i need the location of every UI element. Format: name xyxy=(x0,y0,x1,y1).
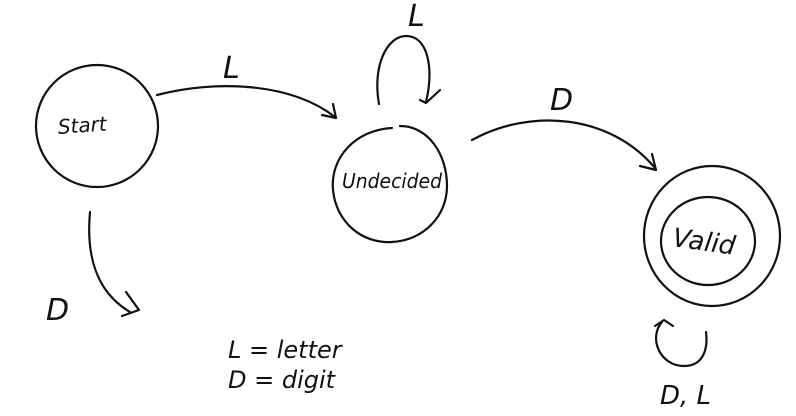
state-valid-inner-circle xyxy=(659,195,757,287)
legend-digit: D = digit xyxy=(228,366,337,394)
state-undecided-label: Undecided xyxy=(342,169,442,193)
transition-undecided-to-valid: D xyxy=(470,83,658,172)
transition-start-to-undecided: L xyxy=(155,51,338,120)
transition-undecided-to-valid-line xyxy=(470,119,657,170)
transition-undecided-to-valid-arrowhead xyxy=(638,152,658,172)
state-undecided: Undecided xyxy=(331,124,449,244)
state-start-circle xyxy=(34,63,160,189)
transition-undecided-self-loop-arrowhead xyxy=(418,88,442,105)
transition-start-dead-label: D xyxy=(46,293,69,328)
transition-undecided-to-valid-label: D xyxy=(550,83,573,118)
transition-start-to-undecided-arrowhead xyxy=(320,102,338,120)
transition-start-to-undecided-line xyxy=(155,85,337,119)
transition-undecided-self-loop: L xyxy=(376,0,442,106)
transition-start-dead: D xyxy=(46,210,141,328)
state-undecided-circle xyxy=(331,124,449,244)
legend: L = letter D = digit xyxy=(228,336,344,394)
state-valid-label: Valid xyxy=(671,223,738,262)
transition-valid-self-loop-label: D, L xyxy=(660,381,711,411)
state-start: Start xyxy=(34,63,160,189)
state-start-label: Start xyxy=(57,112,109,139)
transition-start-to-undecided-label: L xyxy=(223,51,240,86)
transition-start-dead-line xyxy=(88,210,132,314)
transition-valid-self-loop-arrowhead xyxy=(653,318,675,328)
transition-undecided-self-loop-label: L xyxy=(408,0,425,34)
transition-start-dead-arrowhead xyxy=(120,290,141,318)
transition-valid-self-loop: D, L xyxy=(653,318,711,411)
legend-letter: L = letter xyxy=(228,336,344,364)
state-valid: Valid xyxy=(642,164,782,308)
transition-undecided-self-loop-line xyxy=(376,34,431,106)
state-valid-outer-circle xyxy=(642,164,782,308)
transition-valid-self-loop-line xyxy=(655,320,708,368)
